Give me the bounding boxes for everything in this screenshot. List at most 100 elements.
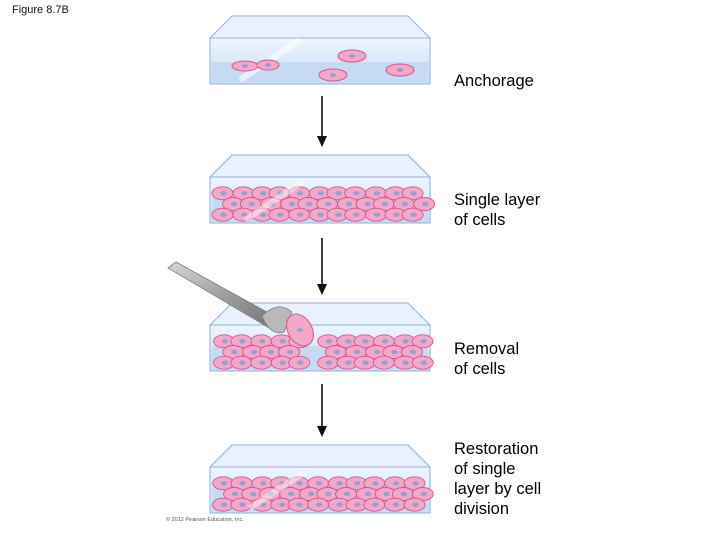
cell-nucleus — [420, 360, 427, 365]
arrow-2 — [317, 238, 327, 295]
cell-nucleus — [401, 201, 409, 207]
cell-nucleus — [250, 349, 258, 355]
cell-nucleus — [277, 191, 284, 196]
cell-nucleus — [248, 201, 255, 207]
step-label-line: division — [454, 500, 510, 518]
cell-nucleus — [353, 191, 360, 196]
cell-nucleus — [362, 339, 369, 344]
cell-nucleus — [315, 502, 323, 507]
culture-dish-restoration — [208, 444, 434, 514]
cell-nucleus — [325, 339, 333, 344]
cell-nucleus — [220, 502, 228, 507]
cell-nucleus — [279, 360, 286, 365]
cell-nucleus — [259, 339, 266, 344]
culture-dish-anchorage — [208, 15, 432, 85]
cell-nucleus — [287, 349, 294, 355]
cell-nucleus — [325, 491, 332, 497]
cell-nucleus — [220, 481, 228, 486]
step-label-restoration: Restoration of single layer by cell divi… — [454, 439, 634, 519]
cell-nucleus — [307, 491, 315, 497]
cell-nucleus — [381, 360, 389, 365]
cell-nucleus — [336, 502, 343, 507]
step-label-line: Removal — [454, 340, 520, 358]
step-label-line: layer by cell — [454, 480, 542, 498]
cell-nucleus — [239, 360, 246, 365]
cell-nucleus — [410, 212, 417, 217]
cell-nucleus — [392, 481, 400, 486]
step-label-line: of cells — [454, 360, 506, 378]
cell-nucleus — [288, 201, 296, 207]
cell-nucleus — [296, 481, 303, 486]
cell-nucleus — [336, 481, 343, 486]
cell-nucleus — [231, 491, 239, 497]
cell-nucleus — [420, 339, 427, 344]
cell-nucleus — [412, 481, 419, 486]
cell-nucleus — [297, 191, 304, 196]
cell-nucleus — [296, 502, 303, 507]
cell-nucleus — [267, 491, 274, 497]
cell-nucleus — [412, 502, 419, 507]
cell-nucleus — [353, 349, 361, 355]
cell-nucleus — [354, 481, 361, 486]
cell-nucleus — [239, 481, 246, 486]
cell-nucleus — [268, 349, 275, 355]
cell-nucleus — [353, 212, 360, 217]
scattered-cells — [231, 49, 415, 82]
cell-nucleus — [317, 212, 324, 217]
cell-nucleus — [288, 491, 295, 497]
cell-nucleus — [315, 481, 323, 486]
cell-nucleus — [391, 349, 398, 355]
cell-nucleus — [422, 201, 429, 207]
cell-nucleus — [260, 502, 267, 507]
cell-nucleus — [364, 491, 372, 497]
cell-nucleus — [393, 212, 400, 217]
cell-nucleus — [260, 212, 267, 217]
copyright-notice: © 2012 Pearson Education, Inc. — [166, 517, 244, 523]
cell-nucleus — [400, 491, 408, 497]
cell-nucleus — [220, 191, 227, 196]
step-label-line: of single — [454, 460, 516, 478]
cell-nucleus — [393, 191, 400, 196]
cell-nucleus — [260, 191, 267, 196]
cell-nucleus — [335, 191, 342, 196]
cell-nucleus — [279, 481, 286, 486]
cell-nucleus — [409, 349, 417, 355]
cell-nucleus — [354, 502, 361, 507]
cell-nucleus — [372, 502, 379, 507]
cell-nucleus — [420, 491, 427, 497]
cell-nucleus — [259, 360, 266, 365]
step-label-anchorage: Anchorage — [454, 71, 634, 91]
cell-nucleus — [241, 191, 248, 196]
cell-nucleus — [250, 491, 257, 497]
cell-nucleus — [381, 339, 389, 344]
scraper-needle — [167, 261, 314, 347]
cell-nucleus — [230, 201, 238, 207]
cell-nucleus — [297, 212, 304, 217]
cell-nucleus — [373, 212, 381, 217]
arrow-3 — [317, 384, 327, 437]
cell-nucleus — [239, 339, 246, 344]
cell-nucleus — [402, 339, 409, 344]
cell-nucleus — [383, 491, 390, 497]
cell-nucleus — [325, 360, 333, 365]
cell-monolayer-restored — [212, 476, 434, 512]
step-label-removal: Removal of cells — [454, 339, 634, 379]
cell-nucleus — [364, 201, 371, 207]
cell-nucleus — [325, 201, 332, 207]
arrow-1 — [317, 96, 327, 147]
culture-dish-single-layer — [208, 154, 436, 224]
cell-nucleus — [333, 349, 340, 355]
cell-nucleus — [392, 502, 400, 507]
figure-label: Figure 8.7B — [12, 4, 69, 16]
cell-monolayer — [211, 186, 436, 222]
cell-nucleus — [221, 360, 229, 365]
cell-nucleus — [373, 191, 381, 196]
cell-nucleus — [381, 201, 388, 207]
cell-nucleus — [306, 201, 313, 207]
step-label-single-layer: Single layer of cells — [454, 190, 634, 230]
cell-monolayer-left — [213, 334, 311, 370]
cell-nucleus — [410, 191, 417, 196]
cell-nucleus — [279, 502, 286, 507]
cell-nucleus — [362, 360, 369, 365]
cell-nucleus — [335, 212, 342, 217]
